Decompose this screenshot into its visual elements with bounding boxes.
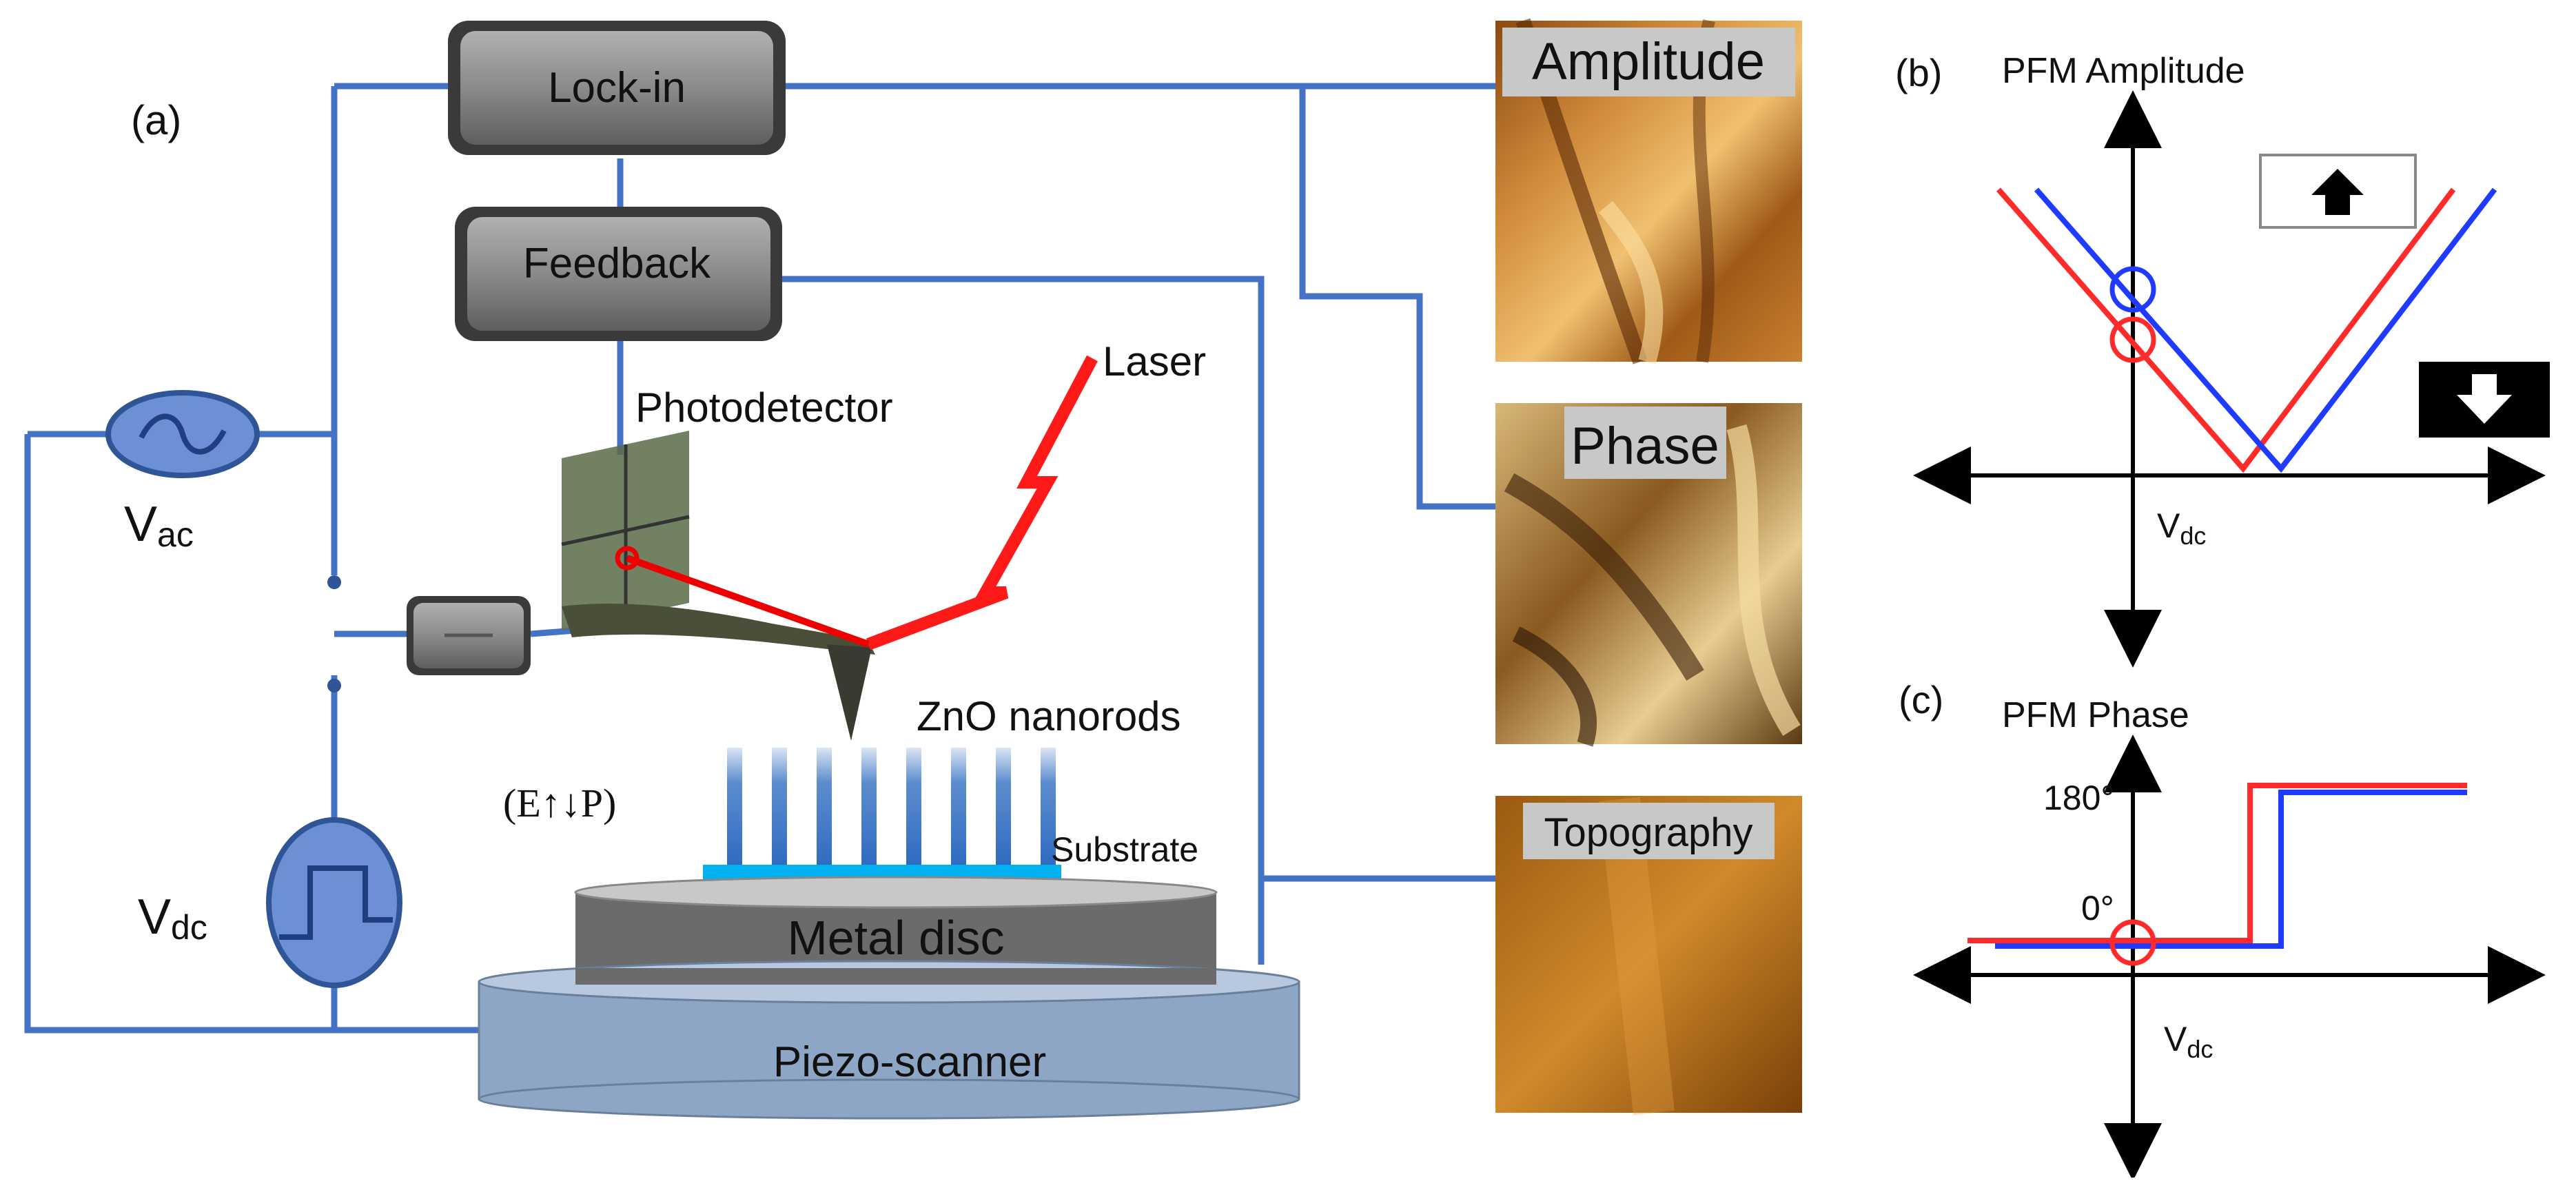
nanorod — [772, 748, 787, 865]
feedback-box: Feedback — [455, 207, 782, 341]
topography-image: Topography — [1495, 796, 1802, 1116]
amplitude-curve-blue — [2034, 187, 2497, 473]
topography-label: Topography — [1544, 810, 1752, 855]
piezo-scanner: Piezo-scanner — [478, 960, 1300, 1120]
phase-label: Phase — [1571, 417, 1719, 475]
switch-contacts — [327, 575, 341, 692]
panel-b-xaxis-label: Vdc — [2157, 506, 2206, 550]
nanorod — [906, 748, 921, 865]
vdc-label: Vdc — [138, 890, 207, 947]
photodetector: Photodetector — [561, 384, 893, 630]
lockin-box: Lock-in — [448, 21, 786, 155]
panel-a-label: (a) — [131, 97, 181, 143]
field-polarization-label: (E↑↓P) — [503, 781, 616, 825]
panel-c-xaxis-label: Vdc — [2164, 1020, 2213, 1063]
amplitude-curve-red — [1996, 187, 2456, 473]
amplitude-label: Amplitude — [1532, 32, 1765, 91]
piezo-label: Piezo-scanner — [773, 1038, 1046, 1086]
cantilever — [562, 604, 875, 741]
nanorod — [951, 748, 966, 865]
nanorod — [996, 748, 1011, 865]
panel-c-title: PFM Phase — [2002, 695, 2189, 735]
substrate-label: Substrate — [1051, 830, 1198, 869]
panel-c-phase-plot: (c) PFM Phase 180° 0° Vdc — [1899, 678, 2546, 1181]
tick-0-label: 0° — [2081, 889, 2114, 927]
vdc-source: Vdc — [138, 817, 402, 988]
vac-label: Vac — [124, 497, 194, 554]
phase-image: Phase — [1495, 403, 1802, 747]
lockin-label: Lock-in — [548, 64, 686, 112]
panel-b-label: (b) — [1895, 51, 1942, 94]
amplitude-image: Amplitude — [1495, 18, 1802, 364]
phase-curve-blue — [1995, 790, 2467, 949]
feedback-label: Feedback — [523, 240, 711, 287]
vac-source: Vac — [105, 390, 260, 554]
zno-nanorods — [727, 748, 1056, 865]
nanorod — [861, 748, 877, 865]
nanorods-label: ZnO nanorods — [917, 693, 1181, 739]
metal-disc-label: Metal disc — [787, 911, 1004, 965]
substrate — [703, 865, 1061, 880]
nanorod — [1041, 748, 1056, 865]
phase-curve-red — [1967, 783, 2467, 943]
photodetector-label: Photodetector — [635, 384, 893, 431]
nanorod — [817, 748, 832, 865]
panel-c-label: (c) — [1899, 678, 1943, 721]
panel-b-amplitude-plot: (b) PFM Amplitude Vdc — [1895, 51, 2550, 668]
panel-b-title: PFM Amplitude — [2002, 51, 2245, 91]
coupling-box — [407, 596, 531, 675]
wiring — [24, 83, 1495, 1034]
laser-label: Laser — [1103, 338, 1206, 384]
tick-180-label: 180° — [2043, 779, 2114, 817]
laser-beam: Laser — [615, 338, 1206, 650]
nanorod — [727, 748, 742, 865]
